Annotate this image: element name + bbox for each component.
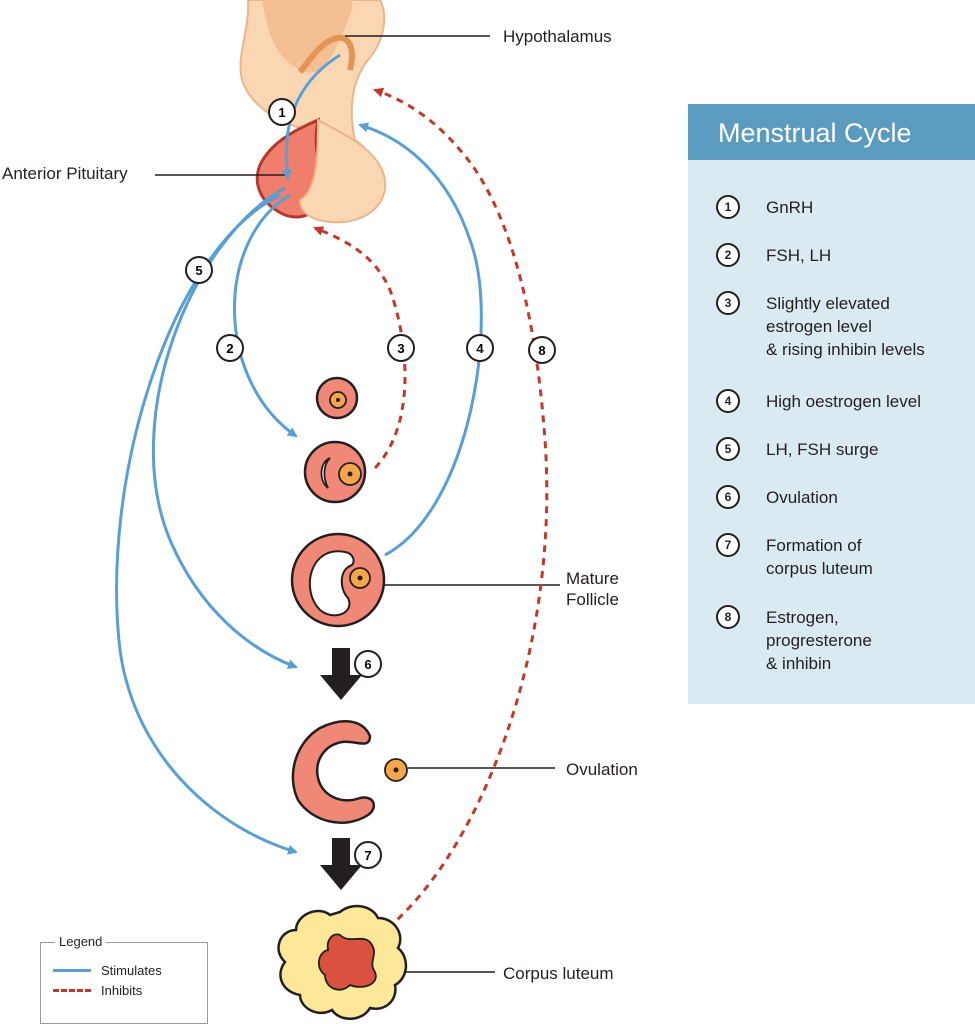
legend-box: Legend Stimulates Inhibits (40, 933, 208, 1024)
key-number: 8 (716, 605, 740, 629)
svg-text:4: 4 (476, 341, 484, 356)
arrow-4-high-estrogen (358, 122, 483, 557)
primary-follicle (303, 440, 367, 504)
key-item-6: 6 Ovulation (716, 485, 838, 509)
svg-text:7: 7 (364, 848, 371, 863)
key-number: 5 (716, 437, 740, 461)
key-number: 3 (716, 291, 740, 315)
svg-text:1: 1 (278, 105, 285, 120)
key-text: High oestrogen level (766, 392, 921, 411)
key-item-2: 2 FSH, LH (716, 243, 832, 267)
hypothalamus-label: Hypothalamus (503, 27, 612, 46)
key-text: Slightly elevated estrogen level & risin… (766, 294, 925, 359)
key-item-7: 7 Formation of corpus luteum (716, 533, 873, 580)
key-text: FSH, LH (766, 246, 832, 265)
anterior-pituitary-label: Anterior Pituitary (2, 164, 128, 183)
corpus-luteum-label: Corpus luteum (503, 964, 614, 983)
arrow-5-surge-ovulation (151, 186, 298, 669)
primordial-follicle (315, 376, 359, 420)
diagram-badges: 1 5 2 3 4 8 6 7 (185, 98, 556, 869)
inhibits-line-icon (53, 989, 91, 992)
legend-inhibits: Inhibits (53, 983, 142, 998)
arrow-5-surge-corpus (115, 193, 298, 855)
stage-arrow-7 (320, 838, 362, 890)
svg-text:6: 6 (364, 657, 371, 672)
key-number: 6 (716, 485, 740, 509)
key-text: GnRH (766, 198, 814, 217)
badge-8: 8 (528, 336, 556, 364)
key-text: Formation of corpus luteum (766, 536, 873, 578)
svg-text:5: 5 (195, 263, 202, 278)
ovulation-label: Ovulation (566, 760, 638, 779)
key-text: LH, FSH surge (766, 440, 879, 459)
arrow-8-progesterone (373, 87, 549, 930)
key-item-1: 1 GnRH (716, 195, 814, 219)
stage-arrows (320, 648, 362, 890)
legend-stimulates: Stimulates (53, 963, 162, 978)
badge-4: 4 (466, 334, 494, 362)
anterior-pituitary-shape (255, 117, 387, 224)
pointer-lines (155, 35, 560, 973)
key-text: Ovulation (766, 488, 838, 507)
inhibition-arrows (313, 87, 549, 930)
badge-2: 2 (216, 334, 244, 362)
key-number: 1 (716, 195, 740, 219)
legend-stimulates-label: Stimulates (101, 963, 162, 978)
key-item-8: 8 Estrogen, progresterone & inhibin (716, 605, 872, 675)
key-item-4: 4 High oestrogen level (716, 389, 921, 413)
legend-inhibits-label: Inhibits (101, 983, 143, 998)
key-number: 4 (716, 389, 740, 413)
arrow-1-gnrh (281, 53, 341, 180)
mature-follicle-shape (290, 532, 386, 628)
mature-follicle-label: Mature Follicle (566, 569, 619, 609)
legend-title: Legend (55, 933, 107, 951)
key-text: Estrogen, progresterone & inhibin (766, 608, 872, 673)
corpus-luteum-shape (277, 904, 408, 1020)
panel-title: Menstrual Cycle (718, 118, 912, 148)
panel-header: Menstrual Cycle (688, 104, 975, 160)
key-number: 7 (716, 533, 740, 557)
key-number: 2 (716, 243, 740, 267)
badge-1: 1 (268, 98, 296, 126)
arrow-2-fsh-lh (233, 193, 298, 438)
badge-7: 7 (354, 841, 382, 869)
menstrual-cycle-panel: Menstrual Cycle 1 GnRH 2 FSH, LH 3 Sligh… (688, 104, 975, 704)
badge-5: 5 (185, 256, 213, 284)
stage-arrow-6 (320, 648, 362, 700)
badge-6: 6 (354, 650, 382, 678)
svg-text:3: 3 (397, 341, 404, 356)
key-item-5: 5 LH, FSH surge (716, 437, 879, 461)
ruptured-follicle (291, 720, 408, 824)
key-item-3: 3 Slightly elevated estrogen level & ris… (716, 291, 925, 361)
svg-text:2: 2 (226, 341, 233, 356)
svg-text:8: 8 (538, 343, 545, 358)
badge-3: 3 (387, 334, 415, 362)
arrow-3-inhibin (313, 226, 407, 470)
stimulates-line-icon (53, 969, 91, 972)
